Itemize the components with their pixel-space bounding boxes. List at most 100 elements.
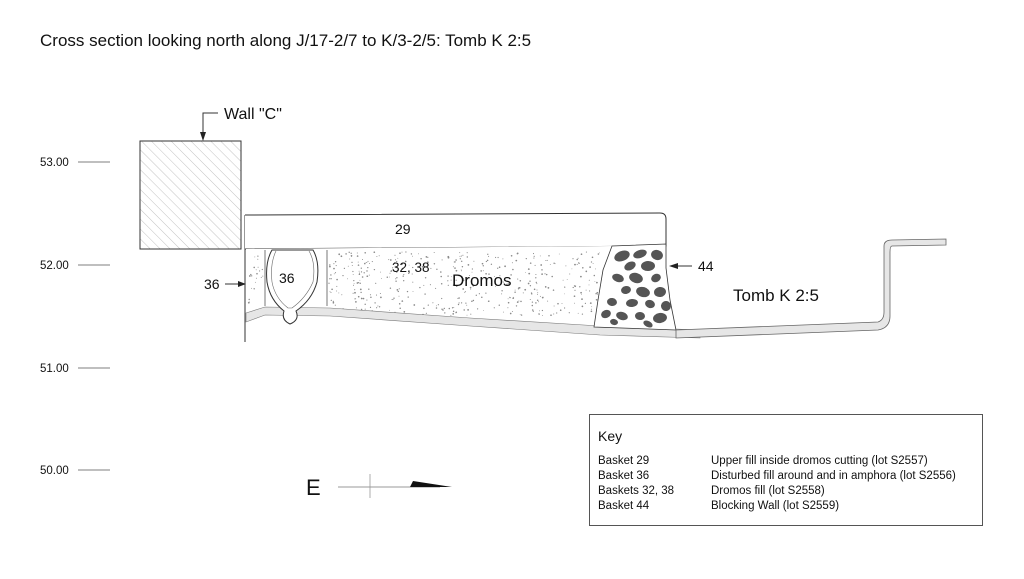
stone bbox=[614, 250, 630, 262]
stipple-dot bbox=[544, 286, 547, 288]
stone bbox=[641, 260, 655, 272]
stipple-dot bbox=[582, 267, 584, 269]
stipple-dot bbox=[460, 302, 463, 304]
stipple-dot bbox=[376, 256, 378, 257]
stipple-dot bbox=[483, 310, 484, 311]
stipple-dot bbox=[553, 313, 555, 315]
stone bbox=[654, 286, 666, 298]
stipple-dot bbox=[330, 278, 332, 280]
key-panel: Key Basket 29 Upper fill inside dromos c… bbox=[589, 414, 983, 526]
stipple-dot bbox=[427, 256, 429, 259]
stipple-dot bbox=[418, 253, 420, 255]
stipple-dot bbox=[257, 266, 259, 268]
stipple-dot bbox=[329, 265, 331, 268]
stipple-dot bbox=[516, 301, 519, 303]
stipple-dot bbox=[350, 252, 352, 254]
stipple-dot bbox=[366, 299, 368, 301]
stipple-dot bbox=[482, 265, 484, 267]
stone bbox=[643, 320, 653, 328]
stipple-dot bbox=[423, 307, 425, 310]
stipple-dot bbox=[588, 284, 590, 286]
stipple-dot bbox=[359, 272, 360, 274]
stipple-dot bbox=[398, 295, 400, 297]
stipple-dot bbox=[585, 251, 587, 253]
stipple-dot bbox=[580, 275, 582, 278]
stone bbox=[616, 311, 628, 321]
stipple-dot bbox=[584, 302, 587, 305]
stipple-dot bbox=[398, 288, 400, 290]
stipple-dot bbox=[519, 314, 521, 316]
stipple-dot bbox=[255, 269, 257, 271]
stipple-dot bbox=[460, 269, 462, 271]
tomb-label: Tomb K 2:5 bbox=[733, 286, 819, 305]
stipple-dot bbox=[329, 264, 331, 266]
stipple-dot bbox=[540, 264, 543, 266]
stipple-dot bbox=[556, 312, 558, 314]
stipple-dot bbox=[581, 294, 582, 295]
stipple-dot bbox=[590, 310, 593, 313]
stipple-dot bbox=[507, 298, 509, 300]
stipple-dot bbox=[573, 295, 576, 298]
dromos-label: Dromos bbox=[452, 271, 512, 290]
stipple-dot bbox=[432, 302, 434, 304]
stipple-dot bbox=[253, 288, 255, 290]
basket-36-outer-label: 36 bbox=[204, 276, 220, 292]
stipple-dot bbox=[465, 302, 467, 304]
stipple-dot bbox=[392, 299, 394, 301]
stipple-dot bbox=[447, 284, 449, 286]
stipple-dot bbox=[541, 314, 543, 316]
stipple-dot bbox=[442, 309, 444, 311]
stipple-dot bbox=[533, 255, 535, 257]
stipple-dot bbox=[464, 292, 466, 293]
stipple-dot bbox=[334, 272, 337, 274]
stipple-dot bbox=[462, 254, 464, 256]
stipple-dot bbox=[501, 290, 503, 292]
stipple-dot bbox=[458, 302, 460, 304]
stipple-dot bbox=[396, 260, 398, 263]
stipple-dot bbox=[524, 288, 527, 291]
stipple-dot bbox=[331, 288, 333, 291]
wall-c-leader bbox=[202, 112, 218, 133]
stipple-dot bbox=[440, 283, 443, 285]
stipple-dot bbox=[538, 310, 540, 312]
stipple-dot bbox=[454, 267, 456, 269]
stipple-dot bbox=[509, 312, 512, 315]
blocking-wall-44: 44 bbox=[593, 243, 714, 331]
stipple-dot bbox=[248, 301, 250, 303]
stipple-dot bbox=[411, 273, 413, 275]
compass-arrowhead bbox=[410, 481, 452, 487]
stipple-dot bbox=[482, 270, 484, 272]
stipple-dot bbox=[534, 264, 536, 266]
stipple-dot bbox=[369, 306, 372, 309]
stipple-dot bbox=[467, 309, 469, 311]
stipple-dot bbox=[352, 274, 354, 276]
stipple-dot bbox=[475, 294, 477, 296]
stipple-dot bbox=[488, 255, 490, 257]
stipple-dot bbox=[351, 261, 353, 264]
stipple-dot bbox=[545, 273, 548, 276]
stipple-dot bbox=[531, 304, 534, 307]
stipple-dot bbox=[407, 296, 409, 298]
stipple-dot bbox=[578, 262, 580, 264]
stipple-dot bbox=[564, 286, 566, 288]
stipple-dot bbox=[367, 266, 369, 269]
stipple-dot bbox=[349, 258, 351, 260]
basket-32-38-label: 32, 38 bbox=[392, 260, 430, 275]
amphora-inner-outline bbox=[271, 250, 315, 309]
stipple-dot bbox=[473, 260, 475, 262]
dromos-floor-band bbox=[245, 306, 701, 339]
stipple-dot bbox=[590, 261, 593, 263]
stone bbox=[601, 309, 611, 319]
stipple-dot bbox=[536, 299, 539, 302]
stipple-dot bbox=[524, 272, 526, 273]
stipple-dot bbox=[421, 266, 424, 268]
stipple-dot bbox=[514, 291, 516, 293]
stipple-dot bbox=[498, 304, 500, 306]
stipple-dot bbox=[348, 251, 350, 253]
stipple-dot bbox=[334, 304, 336, 306]
stipple-dot bbox=[512, 268, 514, 271]
stipple-dot bbox=[386, 276, 389, 278]
stipple-dot bbox=[481, 262, 484, 265]
stipple-dot bbox=[395, 280, 397, 282]
